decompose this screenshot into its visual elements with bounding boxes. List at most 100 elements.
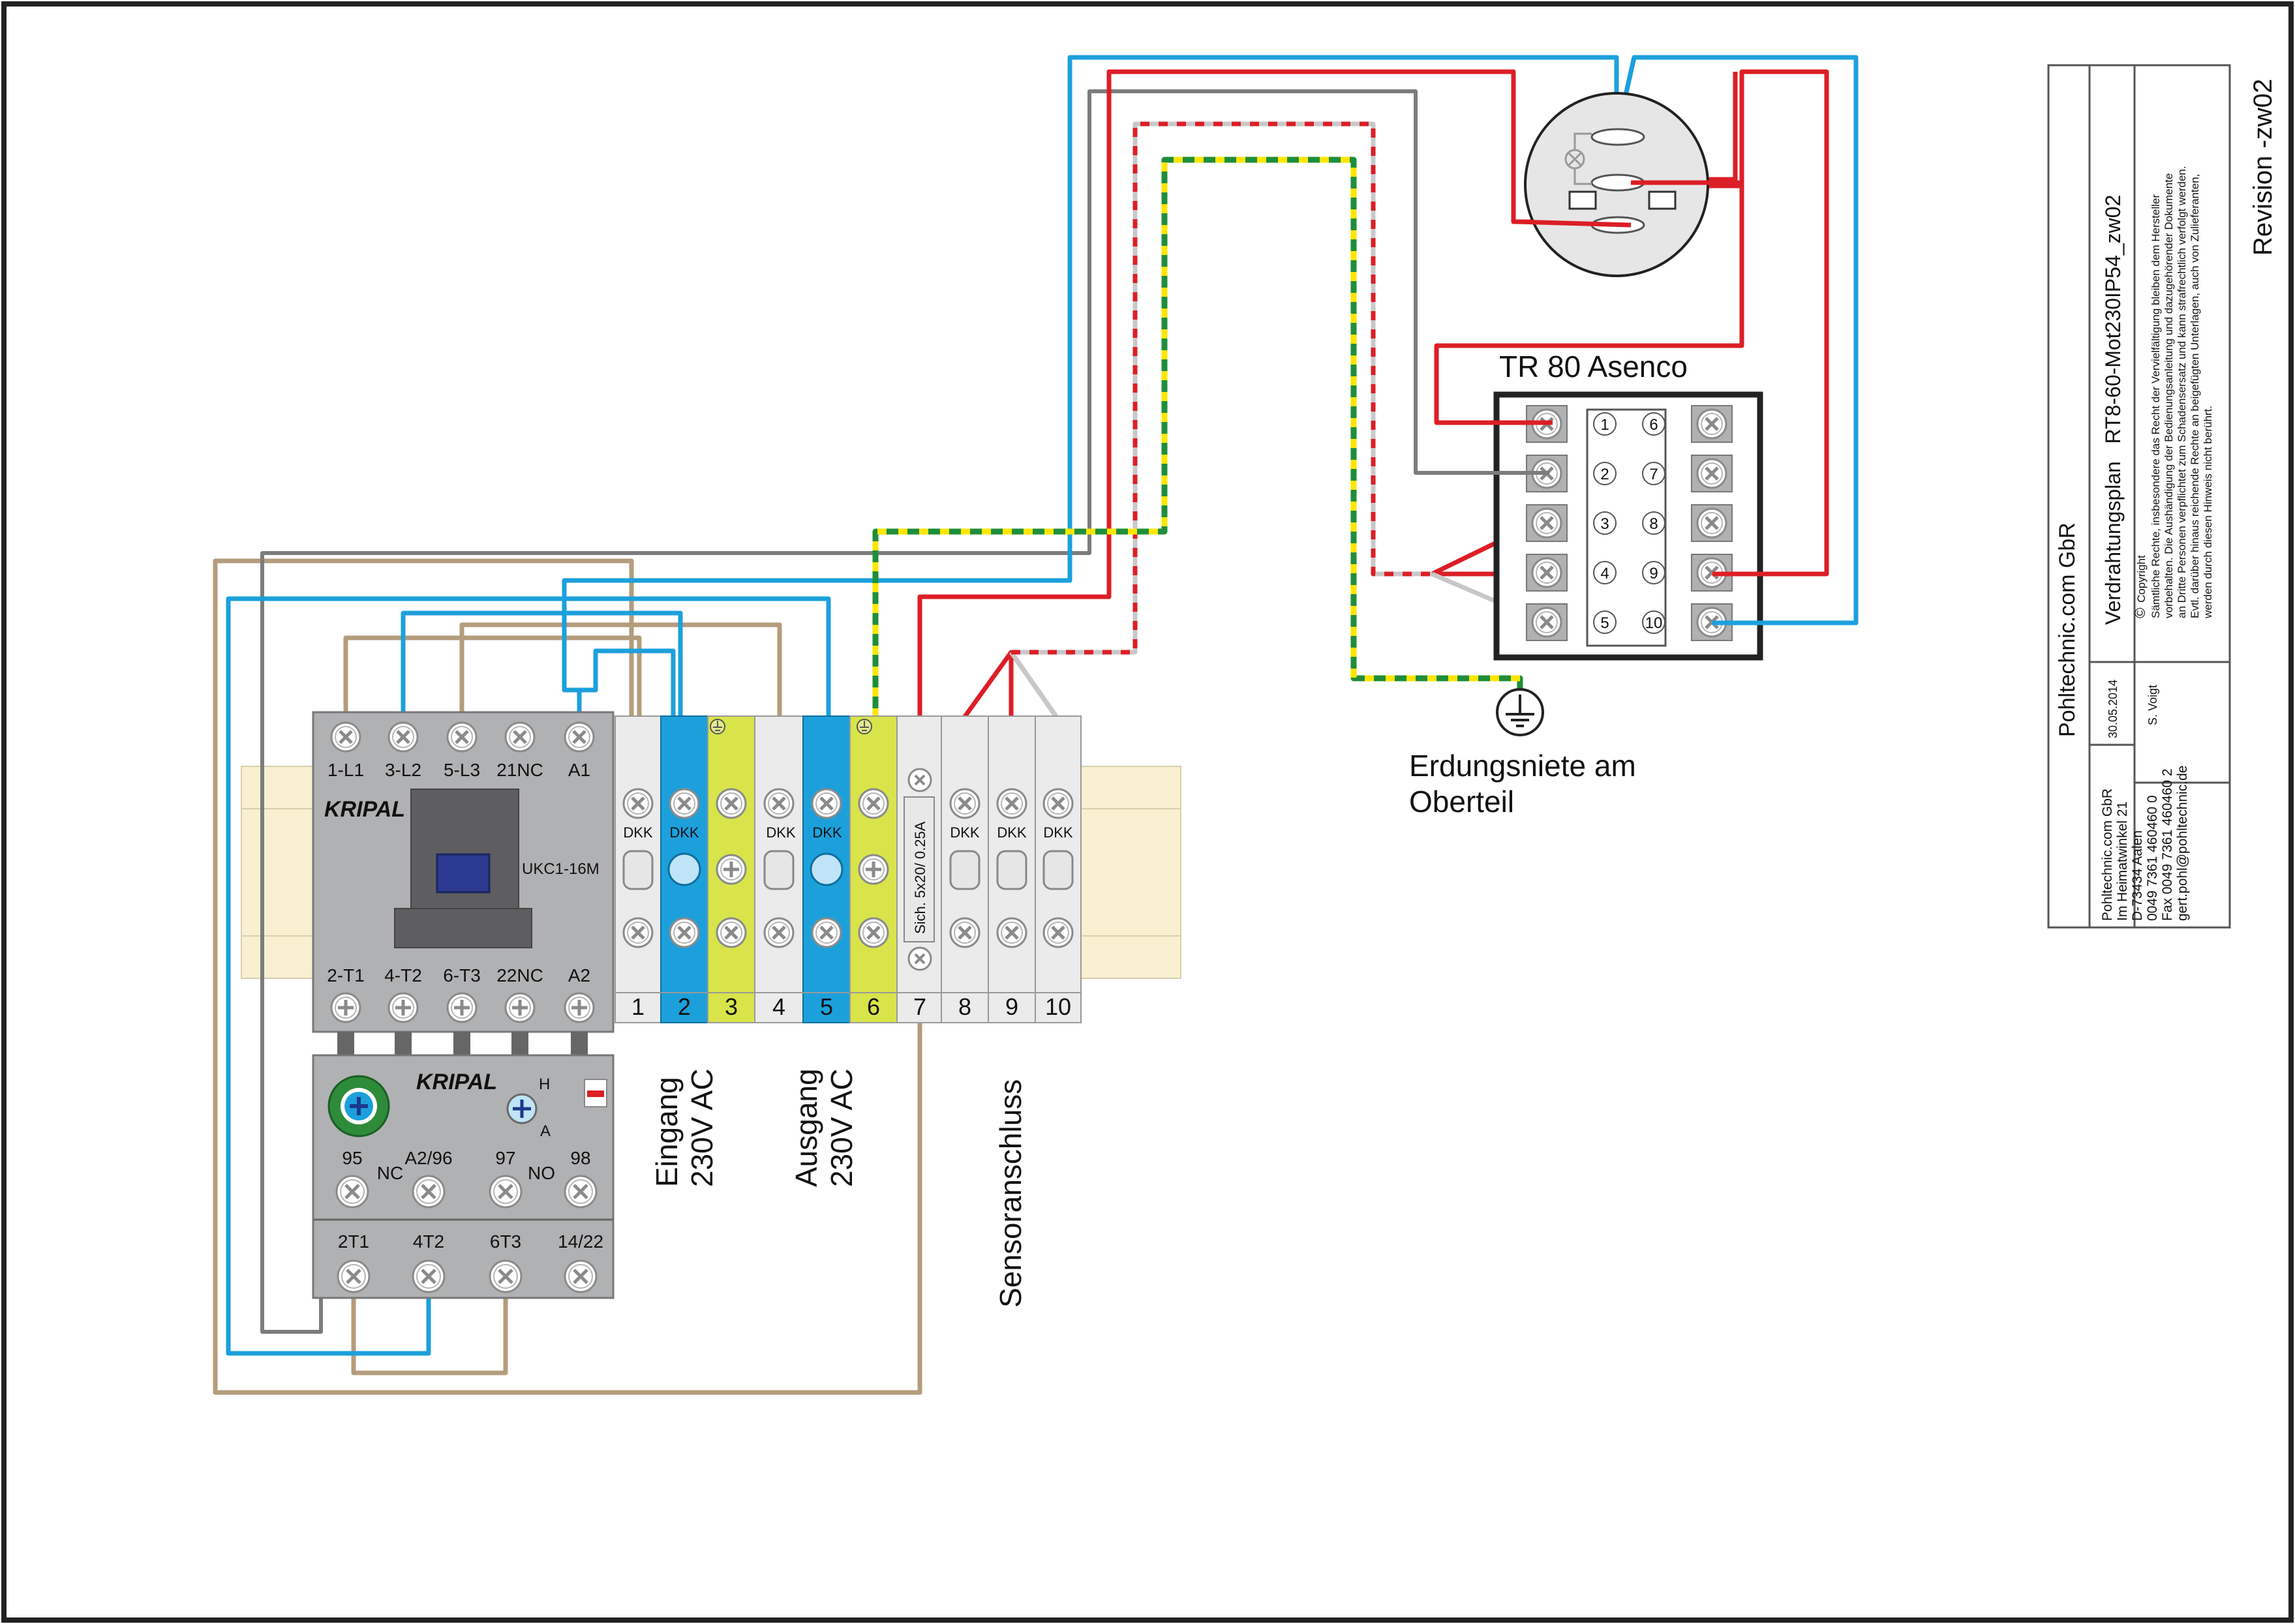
earth-label-line2: Oberteil (1409, 785, 1514, 819)
terminal-number: 7 (913, 993, 926, 1020)
contactor-indicator (436, 853, 491, 894)
terminal-number: 4 (772, 993, 785, 1020)
contactor-bottom-terminal: 22NC (496, 965, 543, 985)
contactor-window (410, 789, 519, 914)
copyright-notice: © Copyright Sämtliche Rechte, insbesonde… (2132, 166, 2214, 619)
wire-red-7 (917, 69, 1637, 717)
controller-pin: 9 (1649, 565, 1658, 582)
relay-contact: A2/96 (404, 1148, 452, 1168)
earth-symbol-6 (857, 719, 872, 734)
address-line: Im Heimatwinkel 21 (2115, 802, 2130, 921)
wire-brown-l3 (459, 622, 782, 734)
terminal-number: 1 (631, 993, 645, 1020)
copyright-line: Evtl. darüber hinaus reichende Rechte an… (2189, 174, 2201, 618)
copyright-symbol-icon: © (2132, 608, 2148, 618)
motor-plug-wires (1517, 180, 1739, 228)
dkk-label: DKK (812, 824, 842, 841)
copyright-title: Copyright (2135, 555, 2148, 603)
controller: TR 80 Asenco 1 2 3 4 5 (1493, 350, 1763, 661)
wire-brown-relay (351, 1278, 508, 1376)
relay-mode-h: H (539, 1075, 550, 1093)
dkk-label: DKK (766, 824, 796, 841)
contactor: KRIPAL UKC1-16M 1-L1 3-L2 5-L3 21NC A1 2… (312, 711, 615, 1057)
wire-sensor-shield-dash (1011, 121, 1432, 655)
terminal-number: 5 (820, 993, 833, 1020)
relay-contact: 98 (570, 1148, 590, 1168)
relay-mode-a: A (540, 1122, 551, 1140)
address-line: Fax 0049 7361 460460 2 (2160, 768, 2175, 921)
title-drawing: Verdrahtungsplan RT8-60-Mot230IP54_zw02 (2101, 195, 2125, 625)
contactor-top-terminal: A1 (568, 760, 590, 780)
wire-earth-dash (872, 157, 1523, 717)
contactor-brand: KRIPAL (324, 797, 405, 822)
title-date: 30.05.2014 (2106, 680, 2120, 738)
contactor-bottom-terminal: A2 (568, 965, 590, 985)
dkk-label: DKK (1043, 824, 1073, 841)
relay-brand: KRIPAL (416, 1070, 497, 1094)
address-line: 0049 7361 460460 0 (2145, 795, 2160, 921)
terminal-number: 3 (725, 993, 738, 1020)
controller-pin: 6 (1649, 416, 1658, 434)
controller-pin: 8 (1649, 515, 1658, 533)
controller-pin: 1 (1600, 416, 1609, 434)
dkk-label: DKK (669, 824, 699, 841)
dkk-label: DKK (623, 824, 653, 841)
fuse-holder (904, 796, 935, 942)
address-line: Pohltechnic.com GbR (2100, 789, 2115, 921)
terminal-number: 8 (958, 993, 971, 1020)
address-block: Pohltechnic.com GbR Im Heimatwinkel 21 D… (2100, 766, 2190, 921)
contactor-bottom-terminal: 4-T2 (384, 965, 422, 985)
dkk-label: DKK (950, 824, 980, 841)
address-line: gert.pohl@pohltechnic.de (2175, 766, 2190, 921)
controller-pin: 5 (1600, 614, 1609, 632)
contactor-top-terminal: 1-L1 (327, 760, 364, 780)
earth-label-line1: Erdungsniete am (1409, 749, 1636, 783)
label-eingang-voltage: 230V AC (685, 1068, 719, 1187)
copyright-line: werden durch diesen Hinweis nicht berühr… (2202, 406, 2214, 619)
controller-pin: 2 (1600, 466, 1609, 483)
address-line: D-73434 Aalen (2130, 830, 2145, 921)
wire-red-controller-1 (1434, 69, 1829, 577)
controller-left-screws (1526, 405, 1568, 641)
contactor-bottom-terminal: 6-T3 (443, 965, 481, 985)
label-ausgang-voltage: 230V AC (825, 1068, 859, 1187)
wire-blue-relay (226, 596, 831, 1356)
contactor-top-terminal: 5-L3 (444, 760, 480, 780)
controller-wire-ends (1416, 420, 1856, 625)
title-company: Pohltechnic.com GbR (2055, 522, 2080, 737)
controller-right-screws (1691, 405, 1733, 641)
wire-lightgrey-sensor (1009, 650, 1059, 719)
contactor-top-terminal: 3-L2 (385, 760, 421, 780)
overload-relay: KRIPAL H A 95 A2/96 97 98 NC NO 2T1 4T2 … (312, 1054, 615, 1299)
label-sensoranschluss: Sensoranschluss (994, 1079, 1027, 1308)
terminal-number: 9 (1005, 993, 1018, 1020)
terminal-number: 6 (867, 993, 880, 1020)
fuse-label: Sich. 5x20/ 0.25A (912, 821, 928, 934)
title-author: S. Voigt (2146, 685, 2159, 725)
copyright-line: Sämtliche Rechte, insbesondere das Recht… (2150, 194, 2162, 618)
motor-plug (1524, 92, 1709, 277)
relay-output: 14/22 (558, 1231, 603, 1252)
controller-pin: 10 (1645, 614, 1663, 632)
relay-no-label: NO (528, 1163, 555, 1183)
wires (213, 55, 1859, 1395)
contactor-top-terminal: 21NC (496, 760, 543, 780)
copyright-line: vorbehalten. Die Aushändigung der Bedien… (2163, 173, 2175, 618)
controller-title: TR 80 Asenco (1499, 350, 1688, 383)
relay-contact: 95 (342, 1148, 362, 1168)
controller-pin: 7 (1649, 466, 1658, 483)
controller-pin: 4 (1600, 565, 1609, 582)
wire-brown-l1 (343, 635, 642, 734)
terminal-block: DKK DKK DKK DKK DKK DKK DKK (615, 715, 1082, 1023)
contactor-bottom-terminal: 2-T1 (327, 965, 365, 985)
relay-output: 6T3 (490, 1231, 521, 1252)
controller-pin: 3 (1600, 515, 1609, 533)
terminal-number: 10 (1045, 993, 1071, 1020)
terminal-middle-openings (622, 850, 1074, 890)
wire-blue-l2 (401, 610, 683, 734)
wire-brown-outer (213, 558, 922, 1395)
relay-nc-label: NC (377, 1163, 403, 1183)
label-ausgang: Ausgang (789, 1068, 823, 1187)
copyright-line: an Dritte Personen verpflichtet zum Scha… (2176, 166, 2188, 618)
